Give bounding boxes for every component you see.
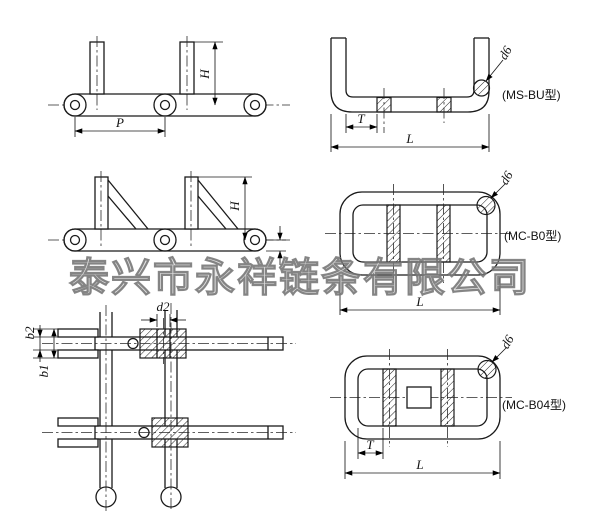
dim-label-h: H	[197, 69, 212, 80]
pin-hole	[249, 99, 261, 111]
view-attachment-plates-side: H P	[48, 36, 290, 137]
link-bar	[63, 228, 267, 252]
dimension-P: P	[74, 115, 166, 137]
pin-hole	[69, 99, 81, 111]
model-label-ms-bu: (MS-BU型)	[502, 88, 561, 102]
dim-label-l: L	[405, 131, 413, 146]
model-label-mc-b0: (MC-B0型)	[504, 229, 561, 243]
dimension-b2-b1: b2 b1	[22, 325, 58, 378]
view-attachment-gusset-side: H	[48, 171, 290, 265]
fork-prong-upper	[57, 328, 99, 338]
dim-label-t: T	[357, 111, 365, 126]
dim-label-d2: d2	[157, 299, 171, 314]
gusset-brace	[197, 179, 239, 230]
d6-leader	[485, 59, 504, 82]
attachment-plate	[184, 176, 199, 230]
view-ms-bu: d6 T L (MS-BU型)	[330, 37, 561, 152]
link-end	[63, 228, 87, 252]
gusset-brace	[107, 195, 137, 230]
company-watermark: 泰兴市永祥链条有限公司	[69, 256, 531, 300]
attachment-plate	[179, 41, 195, 95]
fork-prong-lower	[57, 438, 99, 448]
d6-leader	[490, 183, 506, 199]
fork-prong-upper	[57, 417, 99, 427]
dim-label-b1: b1	[36, 365, 51, 378]
rod-section-d6	[472, 79, 491, 97]
frame-inner-outline	[357, 368, 488, 427]
dim-label-d6: d6	[495, 43, 515, 62]
view-clevis-assembly: d2 b2 b1	[22, 299, 296, 512]
dim-label-d6: d6	[497, 332, 517, 351]
attachment-plate	[89, 41, 105, 95]
rod-section-d6	[476, 195, 496, 216]
dimension-d2: d2	[141, 299, 186, 327]
pin-hole	[159, 234, 171, 246]
dimension-H: H	[194, 41, 223, 106]
staple-inner-outline	[345, 38, 475, 98]
view-mc-b04: d6 T L (MC-B04型)	[330, 332, 566, 479]
dim-label-t: T	[366, 437, 374, 452]
link-end	[153, 228, 177, 252]
pin-hole	[69, 234, 81, 246]
dim-label-h: H	[227, 201, 242, 212]
frame-inner-outline	[352, 204, 488, 263]
model-label-mc-b04: (MC-B04型)	[502, 398, 566, 412]
dim-label-l: L	[415, 457, 423, 472]
dimension-L: L	[344, 441, 501, 479]
dimension-H: H	[198, 176, 252, 241]
attachment-plate	[94, 176, 109, 230]
staple-outer-outline	[330, 38, 490, 113]
dimension-L: L	[330, 114, 490, 152]
frame-outer-outline	[339, 191, 501, 276]
dimension-T: T	[357, 428, 384, 459]
fork-prong-lower	[57, 349, 99, 359]
link-end	[63, 93, 87, 117]
rod-section-d6	[477, 359, 497, 380]
dimension-bar-thickness	[266, 226, 286, 265]
gusset-brace	[197, 195, 227, 230]
link-bar	[63, 93, 267, 117]
dim-label-b2: b2	[22, 326, 37, 340]
pin-hole	[249, 234, 261, 246]
dim-label-p: P	[115, 115, 124, 130]
link-end	[153, 93, 177, 117]
dimension-T: T	[345, 111, 378, 133]
center-connector	[406, 386, 432, 409]
dim-label-d6: d6	[496, 168, 516, 187]
d6-leader	[491, 347, 507, 363]
dim-label-l: L	[415, 294, 423, 309]
dimension-L: L	[339, 277, 501, 315]
pin-hole	[159, 99, 171, 111]
frame-outer-outline	[344, 355, 501, 440]
link-end	[243, 93, 267, 117]
gusset-brace	[107, 179, 149, 230]
